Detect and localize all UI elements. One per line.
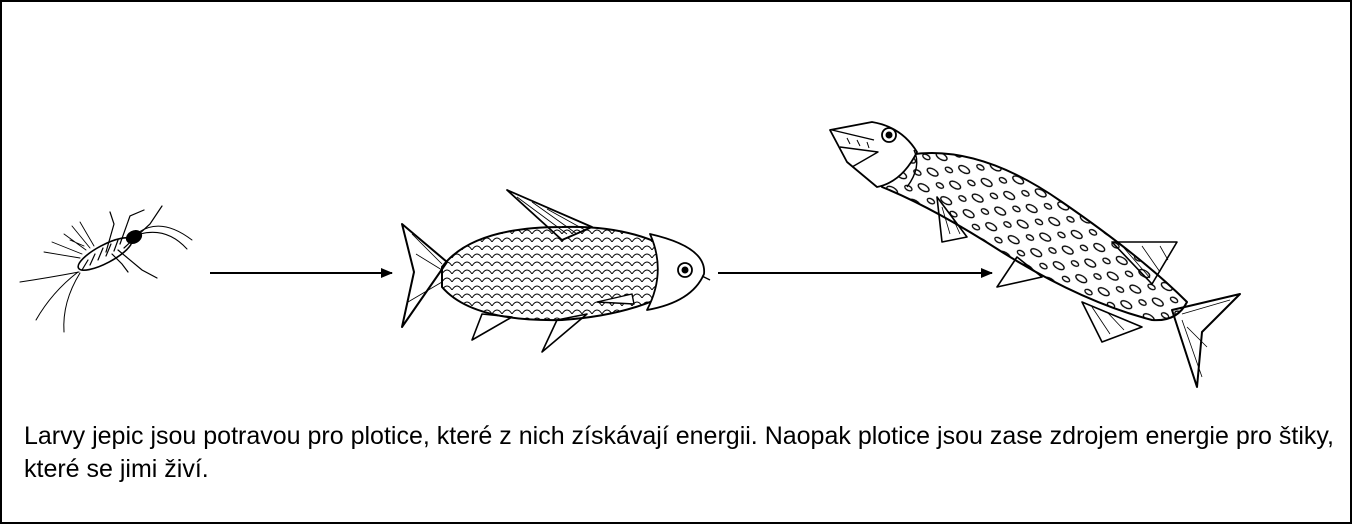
- roach-fish-icon: [402, 190, 710, 352]
- food-chain-diagram: [2, 2, 1352, 402]
- pike-fish-icon: [830, 122, 1240, 387]
- mayfly-larva-icon: [20, 206, 192, 332]
- caption-text: Larvy jepic jsou potravou pro plotice, k…: [24, 420, 1334, 486]
